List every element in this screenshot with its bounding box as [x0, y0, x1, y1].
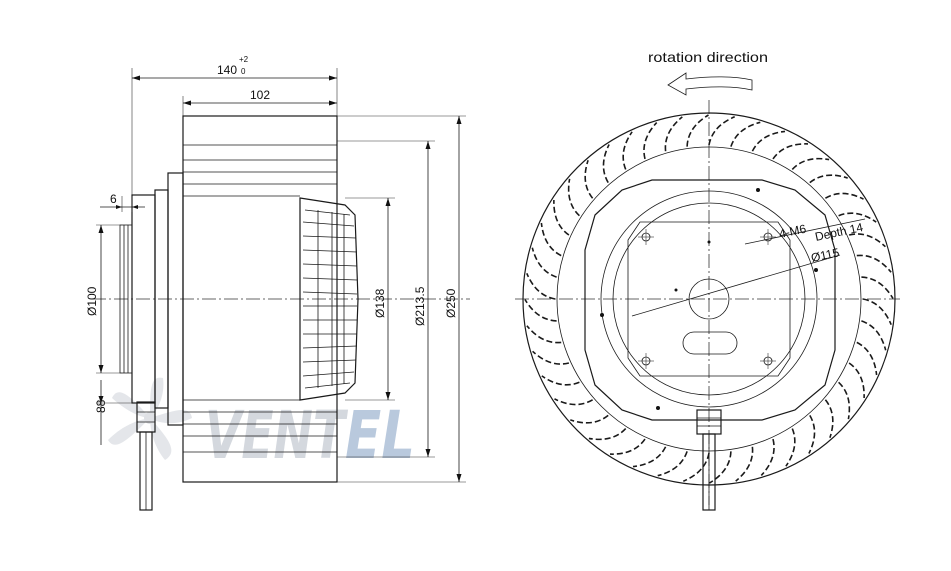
cable-gland-front — [696, 409, 722, 511]
depth-label: Depth 14 — [814, 220, 865, 244]
dim-flange-value: 6 — [110, 192, 117, 206]
impeller-blade — [532, 350, 570, 365]
dim-overall-tol-upper: +2 — [239, 55, 249, 64]
impeller-blade — [657, 451, 688, 477]
impeller-blade — [838, 212, 877, 223]
mount-hole-icon — [638, 353, 654, 369]
mount-hole-icon — [760, 353, 776, 369]
impeller-blade — [808, 414, 816, 454]
impeller-blade — [824, 399, 834, 438]
impeller-blade — [809, 174, 848, 184]
impeller-blade — [848, 362, 865, 399]
impeller-blade — [686, 114, 709, 147]
impeller-blade — [588, 428, 627, 441]
dim-88: 88 — [94, 380, 132, 445]
impeller-blade — [856, 254, 892, 273]
impeller-blade — [861, 320, 887, 351]
impeller-blade — [602, 144, 610, 184]
pcd-label: Ø115 — [810, 245, 841, 265]
front-view: rotation direction — [515, 49, 900, 511]
fan-logo-icon — [108, 377, 192, 460]
impeller-blade — [632, 446, 667, 468]
impeller-blade — [526, 325, 562, 344]
impeller-blade — [709, 451, 732, 484]
dim-d138-value: Ø138 — [373, 288, 387, 318]
impeller-blade — [772, 143, 809, 160]
impeller-blade — [567, 178, 580, 217]
impeller-blade — [584, 160, 594, 199]
dim-d100: Ø100 — [85, 224, 122, 374]
motor-flange — [119, 172, 184, 426]
dim-d100-value: Ø100 — [85, 286, 99, 316]
mount-hole-icon — [760, 229, 776, 245]
impeller-blade — [791, 157, 830, 170]
impeller-blade — [643, 122, 658, 160]
hole-annotation: 4-M6 Depth 14 Ø115 — [631, 218, 866, 317]
dim-d250: Ø250 — [337, 115, 466, 483]
dim-wheel-width: 102 — [182, 88, 337, 118]
dim-d250-value: Ø250 — [444, 288, 458, 318]
impeller-blade — [856, 341, 878, 376]
impeller-blade — [682, 452, 710, 482]
dim-d138: Ø138 — [345, 197, 395, 401]
watermark-text-accent: EL — [345, 397, 415, 474]
motor-rotor — [299, 197, 359, 401]
mounting-holes — [638, 229, 776, 369]
impeller-blade — [708, 116, 736, 146]
impeller-blades — [524, 114, 894, 484]
impeller-blade — [785, 428, 796, 467]
impeller-blade — [861, 276, 894, 299]
impeller-blade — [824, 192, 864, 200]
rotation-arrow-icon — [667, 72, 753, 96]
impeller-blade — [531, 247, 557, 278]
impeller-blade — [526, 272, 556, 300]
side-view: 140 +2 0 102 — [85, 55, 470, 511]
impeller-blade — [540, 222, 562, 257]
impeller-blade — [664, 116, 683, 152]
impeller-blade — [622, 131, 633, 170]
impeller-blade — [848, 233, 886, 248]
watermark-logo: VENT EL — [108, 377, 415, 474]
impeller-blade — [554, 398, 594, 406]
rotation-direction-label: rotation direction — [648, 49, 768, 65]
hub-plate — [584, 179, 836, 421]
mount-hole-icon — [638, 229, 654, 245]
dim-d213: Ø213.5 — [337, 140, 435, 458]
impeller-blade — [524, 299, 557, 322]
dim-88-value: 88 — [94, 399, 108, 413]
impeller-blade — [541, 375, 580, 386]
holes-label: 4-M6 — [778, 221, 808, 240]
dim-d213-value: Ø213.5 — [413, 286, 427, 326]
impeller-blade — [570, 414, 609, 424]
dim-wheel-width-value: 102 — [250, 88, 270, 102]
dim-overall-length: 140 +2 0 — [131, 55, 338, 395]
impeller-blade — [862, 298, 892, 326]
dim-flange: 6 — [100, 192, 145, 212]
impeller-blade — [760, 438, 775, 476]
impeller-blade — [730, 121, 761, 147]
impeller-blade — [735, 446, 754, 482]
impeller-blade — [751, 130, 786, 152]
watermark-text-main: VENT — [205, 397, 349, 474]
impeller-blade — [838, 381, 851, 420]
dim-overall-tol-lower: 0 — [241, 67, 246, 76]
impeller-blade — [609, 438, 646, 455]
impeller-blade — [553, 199, 570, 236]
dim-overall-length-value: 140 — [217, 63, 237, 77]
cable-gland-side — [136, 401, 156, 511]
